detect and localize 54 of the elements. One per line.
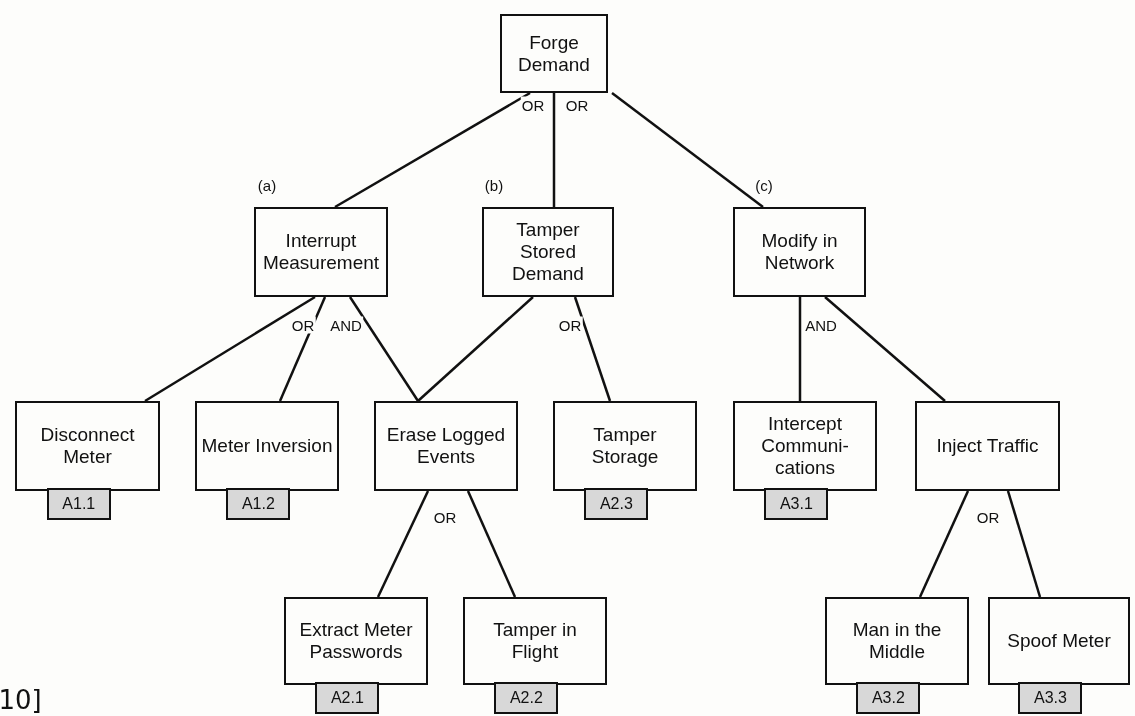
connector-line (466, 490, 517, 598)
attack-id-tag: A1.1 (46, 488, 111, 520)
gate-label: AND (329, 316, 363, 334)
node-text: Tamper Stored Demand (511, 219, 585, 285)
attack-node-box (500, 14, 608, 93)
connector-line (552, 93, 556, 207)
connector-line (824, 296, 946, 402)
connector-line (573, 296, 612, 402)
gate-label: OR (520, 96, 546, 114)
attack-node-box (284, 597, 428, 685)
node-text: Forge Demand (517, 31, 591, 76)
attack-id-tag: A3.3 (1018, 682, 1083, 714)
attack-node-box (988, 597, 1130, 685)
gate-label: OR (290, 316, 316, 334)
attack-node-box (254, 207, 388, 297)
attack-id-tag: A2.1 (315, 682, 380, 714)
node-text: Meter Inversion (201, 435, 333, 457)
node-text: Intercept Communi- cations (760, 413, 850, 479)
attack-node-box (733, 207, 866, 297)
attack-node-box (915, 401, 1060, 491)
attack-node-box (733, 401, 877, 491)
connector-line (278, 296, 327, 402)
node-text: Disconnect Meter (39, 424, 136, 468)
attack-node-box (195, 401, 339, 491)
node-text: Interrupt Measurement (261, 230, 381, 274)
connector-line (1006, 490, 1042, 598)
node-text: Spoof Meter (1007, 630, 1111, 652)
attack-id-tag: A2.3 (584, 488, 649, 520)
node-text: Extract Meter Passwords (298, 619, 414, 663)
node-text: Inject Traffic (936, 435, 1039, 457)
connector-line (144, 295, 316, 403)
attack-id-tag: A1.2 (226, 488, 291, 520)
connector-line (611, 92, 764, 208)
attack-node-box (463, 597, 607, 685)
attack-id-tag: A3.1 (764, 488, 829, 520)
connector-line (798, 297, 802, 401)
node-text: Modify in Network (760, 230, 839, 274)
attack-node-box (553, 401, 697, 491)
node-text: Erase Logged Events (385, 424, 507, 468)
attack-id-tag: A3.2 (856, 682, 921, 714)
attack-node-box (15, 401, 160, 491)
node-text: Tamper Storage (590, 424, 660, 468)
connector-line (334, 91, 531, 209)
connector-line (376, 490, 430, 598)
attack-node-box (482, 207, 614, 297)
node-text: Man in the Middle (851, 619, 943, 663)
attack-node-box (825, 597, 969, 685)
attack-node-box (374, 401, 518, 491)
connector-line (417, 296, 534, 402)
connector-line (918, 490, 970, 598)
attack-id-tag: A2.2 (494, 682, 559, 714)
connector-line (348, 296, 420, 402)
node-text: Tamper in Flight (492, 619, 578, 663)
gate-label: OR (557, 316, 583, 334)
